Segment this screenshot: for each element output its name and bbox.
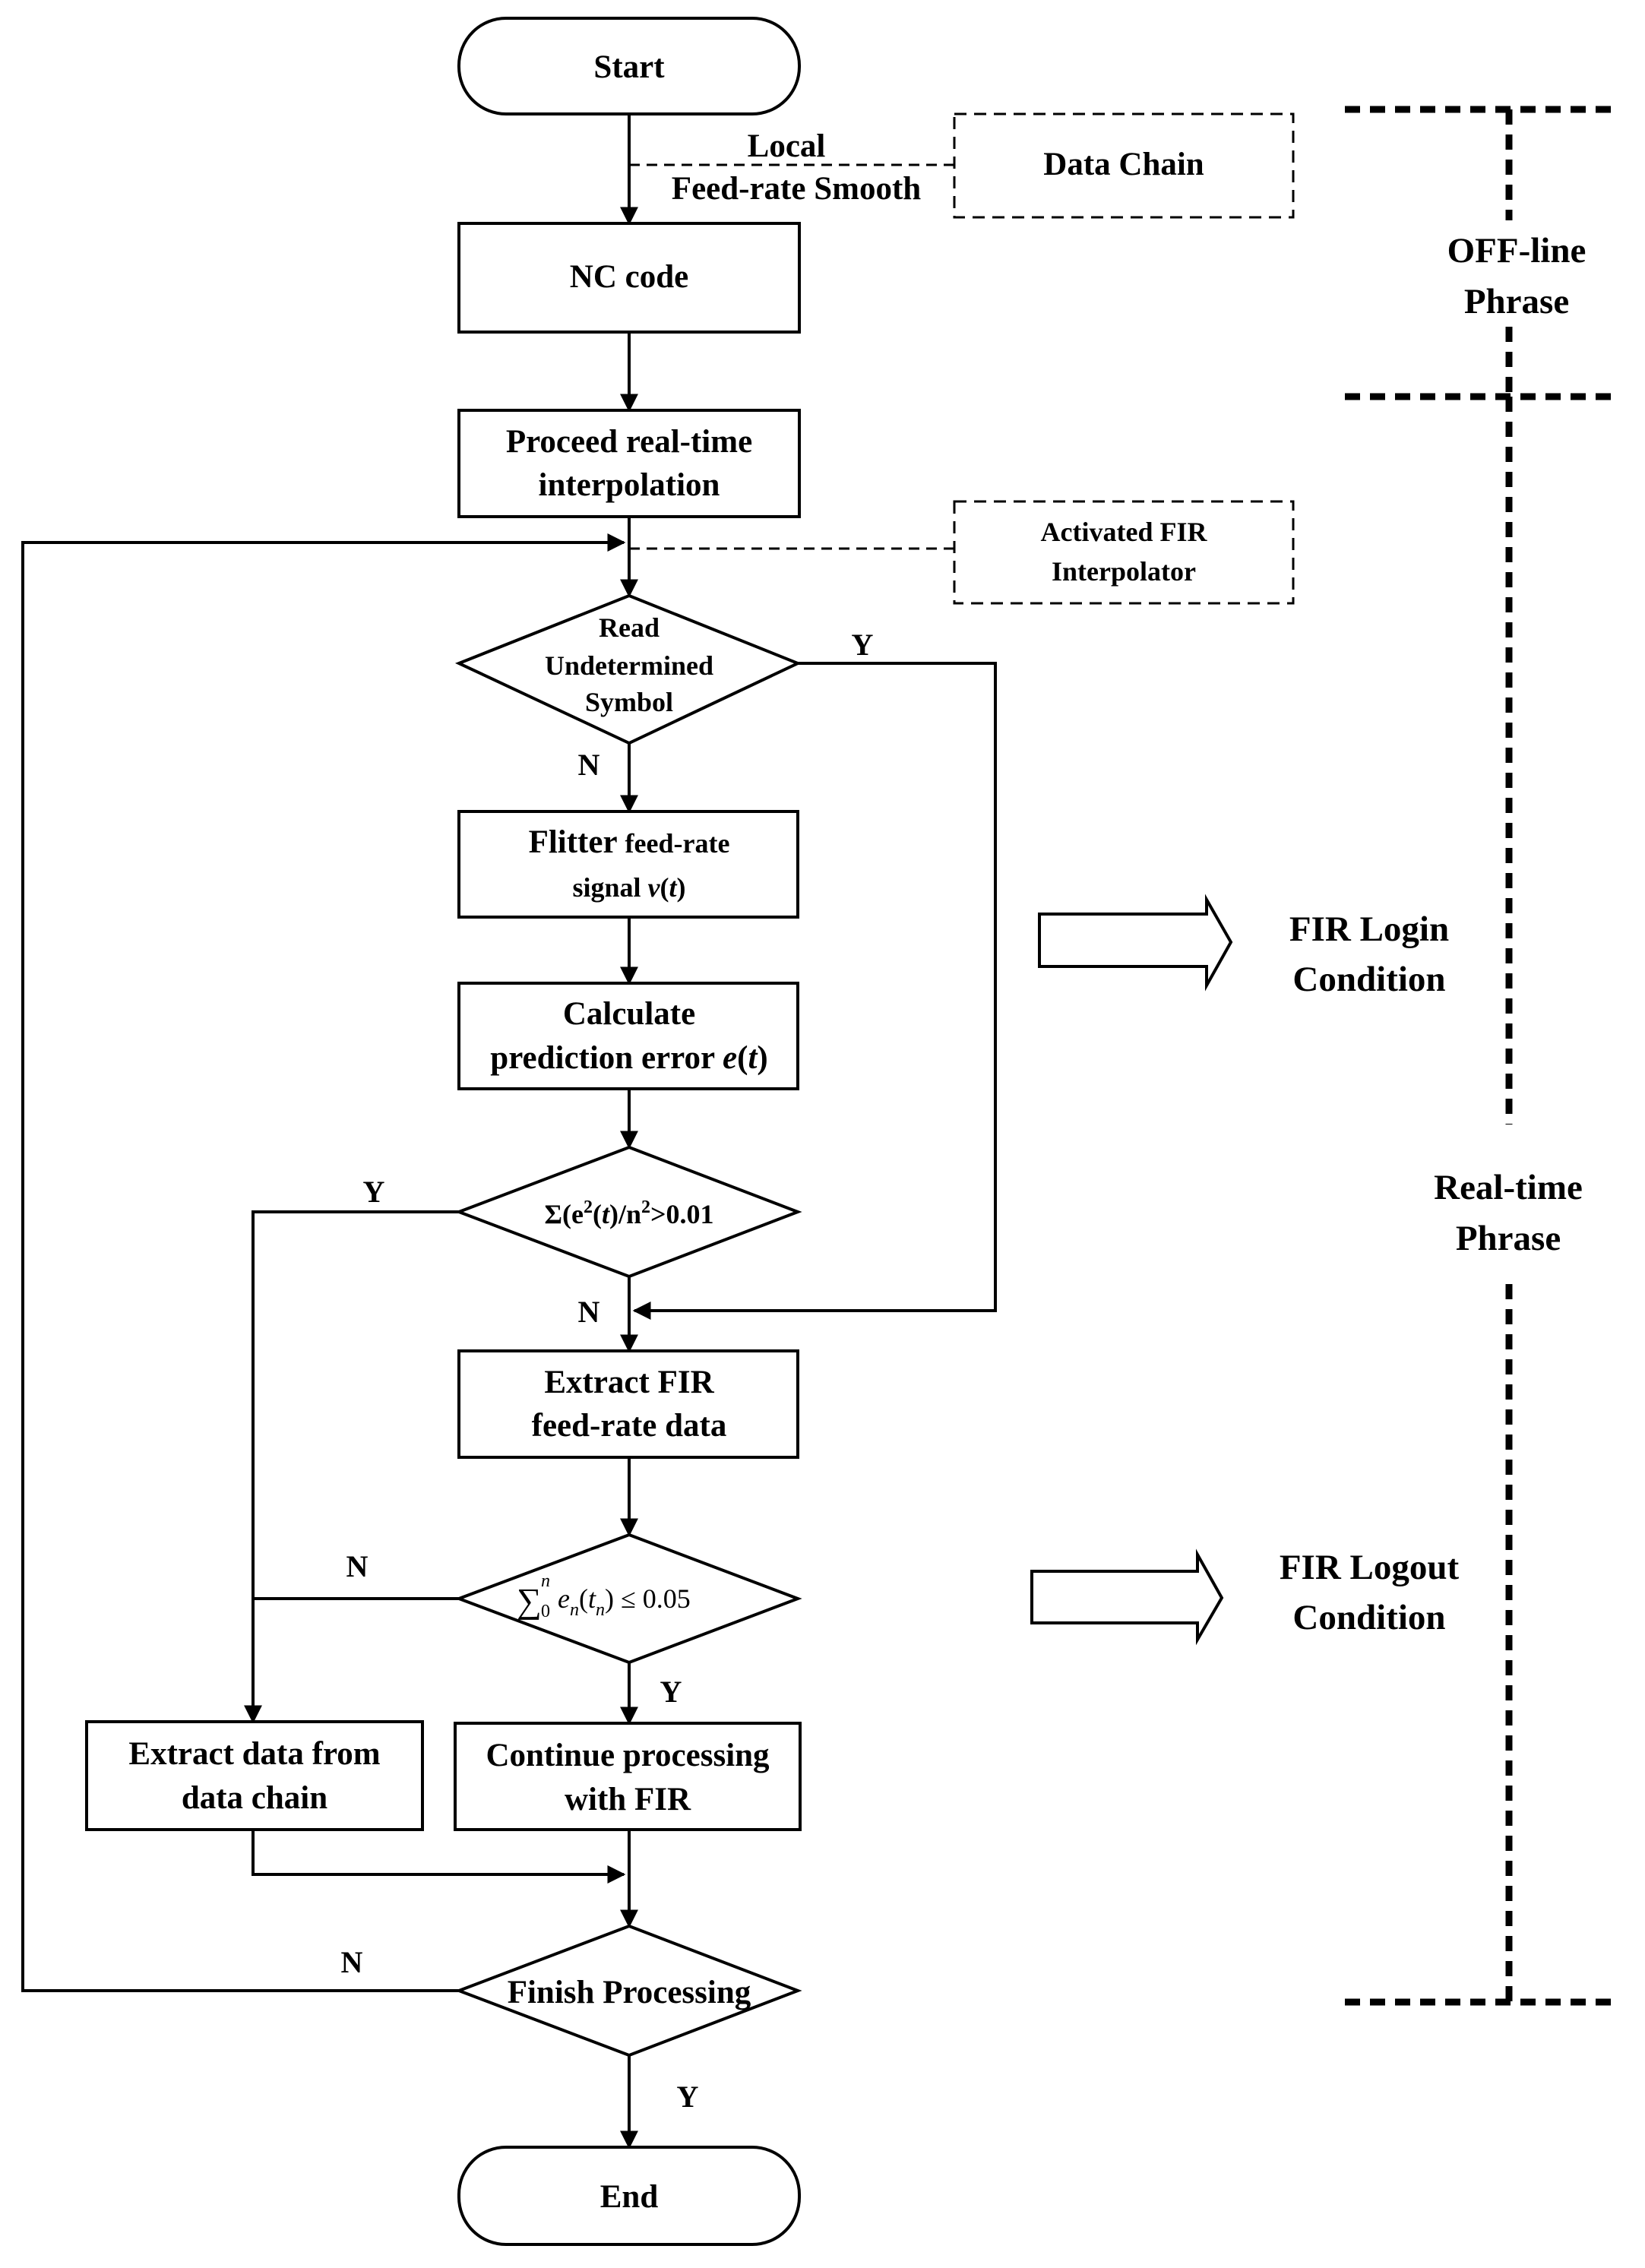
node-continue-processing: Continue processing with FIR: [454, 1722, 802, 1831]
annotation-activated-fir-box: Activated FIR Interpolator: [953, 500, 1295, 605]
offline-label-line2: Phrase: [1464, 282, 1569, 321]
login-hollow-arrow: [1038, 894, 1233, 992]
filter-feedrate-word: feed-rate: [625, 828, 730, 859]
extract-chain-label-line2: data chain: [182, 1780, 327, 1816]
node-extract-fir-data: Extract FIR feed-rate data: [457, 1349, 799, 1459]
calc-var-e: e: [723, 1040, 737, 1076]
cond2-no-label: N: [346, 1549, 369, 1583]
node-start: Start: [457, 17, 801, 115]
connectors: [21, 114, 997, 2149]
cond2-sum-symbol: ∑: [517, 1581, 542, 1620]
interp-label-line1: Proceed real-time: [506, 424, 752, 460]
annotation-data-chain-box: Data Chain: [953, 112, 1295, 219]
decision-finish-processing: Finish Processing: [454, 1924, 802, 2058]
logout-label-line1: FIR Logout: [1280, 1548, 1460, 1587]
decision-sum-threshold: ∑ n 0 en(tn) ≤ 0.05: [454, 1533, 802, 1665]
local-label-line2: Feed-rate Smooth: [672, 171, 921, 207]
filter-var-v: v: [648, 872, 661, 903]
offline-label-line1: OFF-line: [1447, 231, 1586, 270]
read-label-line1: Read: [599, 612, 660, 643]
filter-label-line2: signal v(t): [572, 872, 685, 903]
read-label-line2: Undetermined: [545, 650, 713, 681]
activated-label-line2: Interpolator: [1052, 556, 1196, 587]
login-label-line2: Condition: [1292, 960, 1445, 999]
decision-error-threshold: Σ(e2(t)/n2>0.01: [454, 1145, 802, 1279]
filter-label-line1: Flitter feed-rate: [529, 824, 730, 860]
node-calculate-prediction-error: Calculate prediction error e(t): [457, 982, 799, 1090]
finish-label: Finish Processing: [508, 1975, 751, 2010]
filter-var-t: t: [669, 872, 678, 903]
cond1-no-label: N: [578, 1295, 600, 1329]
data-chain-label: Data Chain: [1043, 147, 1204, 182]
login-label-line1: FIR Login: [1289, 909, 1449, 949]
extract-chain-label-line1: Extract data from: [128, 1736, 380, 1772]
node-filter-feedrate: Flitter feed-rate signal v(t): [457, 810, 799, 919]
edge-finish-no-loop: [21, 533, 626, 1992]
end-label: End: [600, 2179, 659, 2215]
cond2-expression: en(tn) ≤ 0.05: [558, 1583, 691, 1620]
start-label: Start: [593, 49, 665, 85]
read-yes-label: Y: [852, 628, 874, 662]
cond2-upper-limit: n: [541, 1571, 550, 1591]
filter-signal-word: signal: [572, 872, 641, 903]
continue-label-line2: with FIR: [565, 1782, 691, 1817]
fir-logout-indicator: FIR Logout Condition: [1030, 1548, 1460, 1646]
extract-fir-label-line2: feed-rate data: [532, 1408, 727, 1444]
read-no-label: N: [578, 748, 600, 782]
finish-yes-label: Y: [677, 2080, 699, 2114]
logout-hollow-arrow: [1030, 1548, 1224, 1646]
cond1-yes-label: Y: [363, 1175, 385, 1209]
calc-label-line2: prediction error e(t): [490, 1040, 767, 1076]
realtime-label-line1: Real-time: [1434, 1168, 1583, 1207]
node-nc-code: NC code: [457, 222, 801, 334]
read-label-line3: Symbol: [585, 687, 673, 717]
extract-fir-label-line1: Extract FIR: [544, 1365, 714, 1400]
edge-chain-to-merge: [251, 1830, 626, 1884]
cond2-yes-label: Y: [660, 1675, 682, 1709]
cond2-lower-limit: 0: [541, 1602, 550, 1621]
realtime-label-line2: Phrase: [1456, 1219, 1561, 1258]
cond1-label: Σ(e2(t)/n2>0.01: [544, 1197, 713, 1229]
node-realtime-interpolation: Proceed real-time interpolation: [457, 409, 801, 518]
decision-read-undetermined-symbol: Read Undetermined Symbol: [454, 593, 802, 745]
phase-indicators: OFF-line Phrase Real-time Phrase: [1345, 106, 1620, 2006]
node-extract-data-chain: Extract data from data chain: [85, 1720, 424, 1831]
fir-login-indicator: FIR Login Condition: [1038, 894, 1449, 999]
edge-labels: Y N Y N N Y N Y: [341, 628, 874, 2114]
logout-label-line2: Condition: [1292, 1598, 1445, 1637]
edge-read-yes-path: [632, 662, 997, 1320]
calc-label-line1: Calculate: [563, 996, 695, 1032]
filter-word: Flitter: [529, 824, 618, 860]
calc-prediction-error: prediction error: [490, 1040, 715, 1076]
finish-no-label: N: [341, 1945, 363, 1979]
edge-cond1-yes-path: [244, 1210, 459, 1724]
interp-label-line2: interpolation: [539, 467, 720, 503]
local-label-line1: Local: [748, 128, 826, 164]
continue-label-line1: Continue processing: [486, 1738, 770, 1773]
activated-label-line1: Activated FIR: [1041, 517, 1208, 547]
nc-code-label: NC code: [570, 259, 688, 295]
annotation-local-smooth: Local Feed-rate Smooth: [672, 128, 921, 207]
node-end: End: [457, 2146, 801, 2246]
